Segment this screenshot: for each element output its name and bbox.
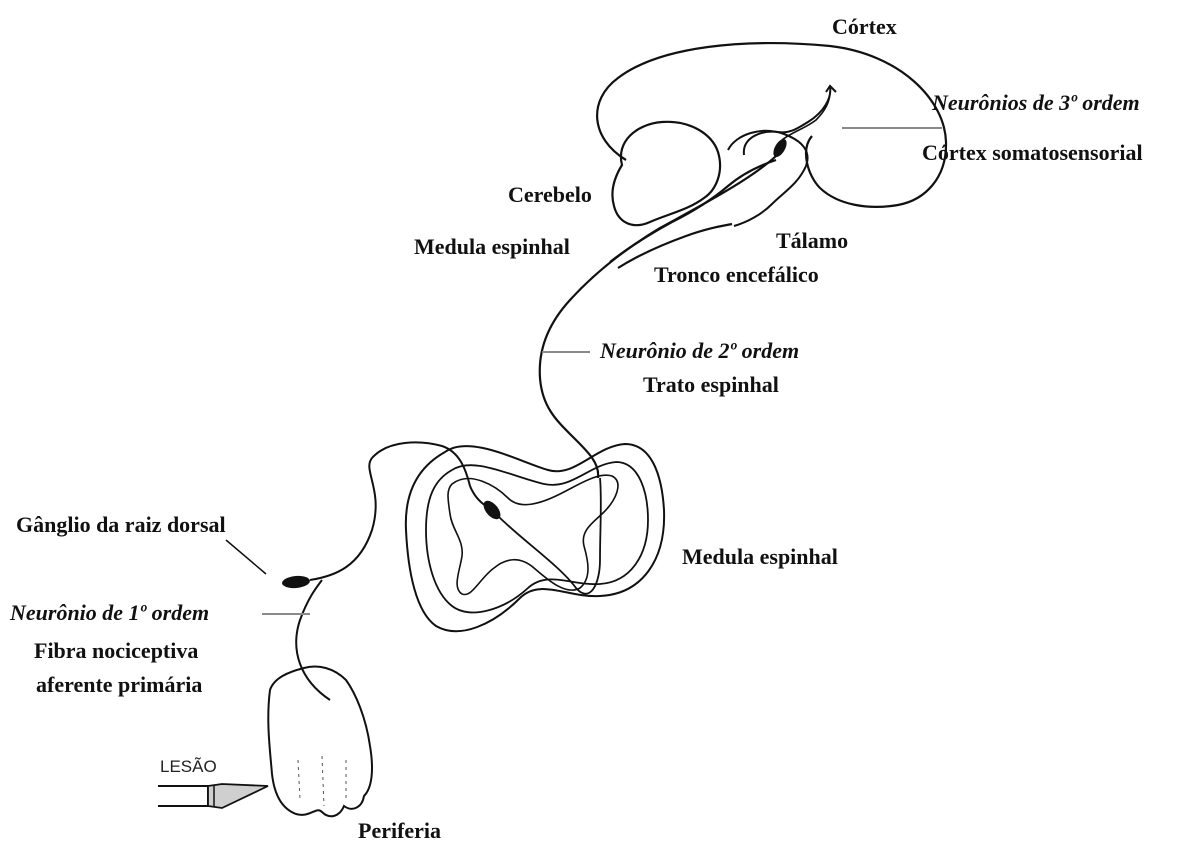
cortex-label: Córtex — [832, 16, 897, 38]
thalamus-label: Tálamo — [776, 230, 848, 252]
second-order-neuron-label: Neurônio de 2º ordem — [600, 340, 799, 362]
cerebellum-label: Cerebelo — [508, 184, 592, 206]
third-order-axon — [782, 92, 830, 140]
thalamus-outline — [728, 131, 808, 226]
spinal-cord-upper-label: Medula espinhal — [414, 236, 570, 258]
nociceptive-fiber-label-2: aferente primária — [36, 674, 202, 696]
paw-outline — [268, 667, 372, 817]
brainstem-label: Tronco encefálico — [654, 264, 819, 286]
cortex-fold — [744, 86, 830, 155]
first-order-central-fiber — [310, 442, 486, 580]
dorsal-root-ganglion-label: Gânglio da raiz dorsal — [16, 514, 226, 536]
ganglion-leader — [226, 540, 266, 574]
third-order-neuron-soma — [771, 137, 790, 159]
scalpel-handle — [158, 786, 208, 806]
injury-label: LESÃO — [160, 758, 217, 775]
somatosensory-cortex-label: Córtex somatosensorial — [922, 142, 1143, 164]
paw-toe-line-1 — [298, 760, 300, 800]
dorsal-root-ganglion-soma — [282, 575, 311, 589]
scalpel-blade — [208, 784, 268, 808]
spinal-tract-label: Trato espinhal — [643, 374, 779, 396]
spinal-cord-outer — [406, 444, 664, 631]
paw-toe-line-2 — [322, 756, 324, 806]
nociceptive-fiber-label-1: Fibra nociceptiva — [34, 640, 198, 662]
cerebellum-outline — [612, 122, 720, 225]
first-order-peripheral-fiber — [296, 580, 330, 700]
periphery-label: Periferia — [358, 820, 441, 842]
spinal-cord-lower-label: Medula espinhal — [682, 546, 838, 568]
third-order-neurons-label: Neurônios de 3º ordem — [932, 92, 1140, 114]
second-order-crossing — [498, 478, 601, 594]
first-order-neuron-label: Neurônio de 1º ordem — [10, 602, 209, 624]
